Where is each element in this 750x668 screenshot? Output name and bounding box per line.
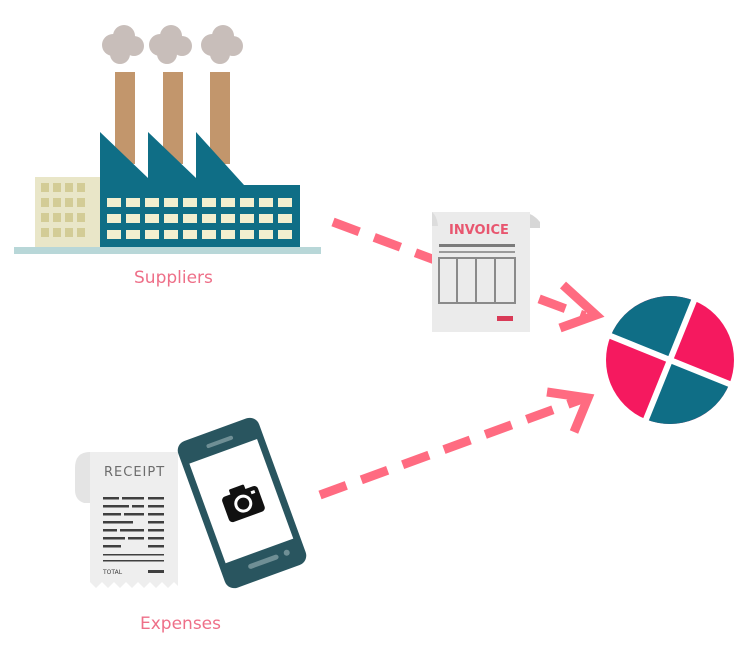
receipt-icon: RECEIPT TOTAL bbox=[75, 452, 178, 588]
camera-icon bbox=[222, 484, 265, 523]
invoice-icon: INVOICE bbox=[432, 212, 540, 332]
factory-icon bbox=[14, 25, 321, 254]
receipt-lines bbox=[103, 497, 164, 562]
suppliers-label: Suppliers bbox=[134, 268, 213, 288]
expenses-label: Expenses bbox=[140, 614, 221, 634]
invoice-title: INVOICE bbox=[449, 223, 509, 238]
pie-chart-icon bbox=[603, 293, 737, 427]
chimneys bbox=[115, 72, 230, 164]
receipt-title: RECEIPT bbox=[104, 465, 165, 480]
factory-ground bbox=[14, 247, 321, 254]
smoke-clouds bbox=[102, 25, 243, 64]
factory-windows bbox=[107, 198, 292, 239]
dashed-arrow-icon-expenses bbox=[318, 387, 595, 500]
side-building-windows bbox=[41, 183, 85, 237]
receipt-total: TOTAL bbox=[102, 569, 123, 576]
smartphone-icon bbox=[177, 417, 307, 589]
